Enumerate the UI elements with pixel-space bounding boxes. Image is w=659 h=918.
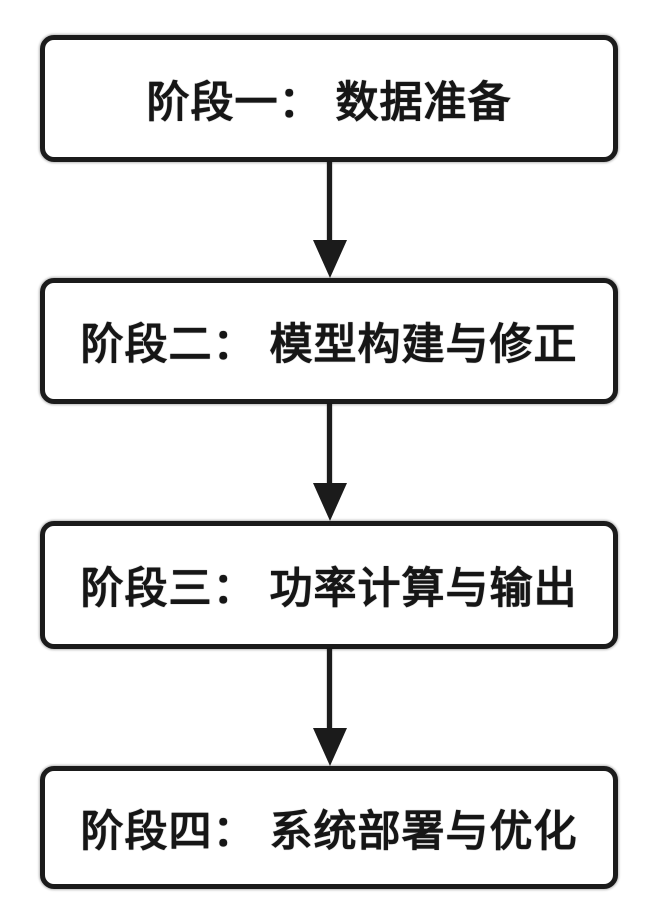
- stage-4-box: 阶段四： 系统部署与优化: [40, 766, 618, 889]
- arrow-down-icon: [313, 240, 347, 278]
- stage-4-label: 阶段四： 系统部署与优化: [80, 807, 578, 856]
- arrow-line: [327, 649, 332, 730]
- stage-3-label: 阶段三： 功率计算与输出: [80, 565, 578, 613]
- arrow-line: [327, 404, 332, 485]
- stage-2-label: 阶段二： 模型构建与修正: [80, 321, 578, 369]
- stage-3-box: 阶段三： 功率计算与输出: [40, 521, 618, 649]
- arrow-down-icon: [313, 483, 347, 521]
- stage-2-box: 阶段二： 模型构建与修正: [40, 278, 618, 404]
- arrow-down-icon: [313, 728, 347, 766]
- stage-1-box: 阶段一： 数据准备: [40, 35, 618, 162]
- stage-1-label: 阶段一： 数据准备: [146, 78, 512, 127]
- arrow-line: [327, 162, 332, 242]
